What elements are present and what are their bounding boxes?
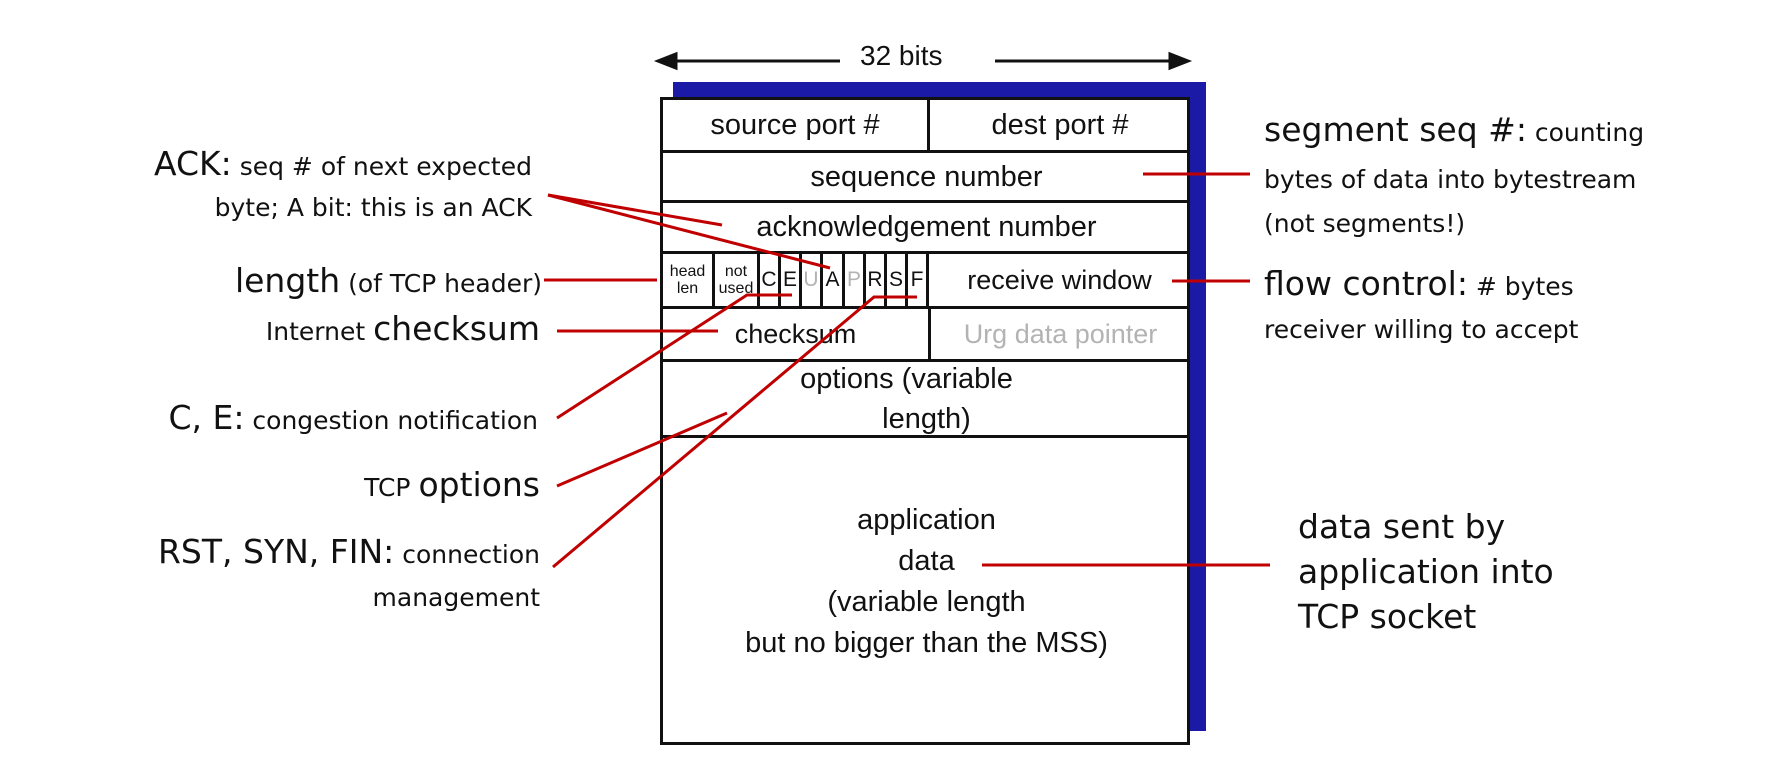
flag-e: E <box>782 268 797 291</box>
rsf-annotation: RST, SYN, FIN: connection management <box>157 532 540 612</box>
width-arrow-right-head <box>1168 51 1193 71</box>
divider <box>927 100 930 150</box>
flag-c: C <box>761 268 777 291</box>
flag-r: R <box>867 268 883 291</box>
divider <box>778 254 781 306</box>
flag-a: A <box>825 268 840 291</box>
sequence-number-field: sequence number <box>810 160 1043 193</box>
options-annotation: TCP options <box>364 465 540 504</box>
width-label: 32 bits <box>860 40 943 71</box>
flag-f: F <box>910 268 924 291</box>
divider <box>926 254 929 306</box>
divider <box>863 254 866 306</box>
dest-port-field: dest port # <box>991 108 1129 141</box>
seq-annotation: segment seq #: counting bytes of data in… <box>1264 110 1645 238</box>
divider <box>663 306 1190 309</box>
divider <box>663 251 1190 254</box>
ack-number-field: acknowledgement number <box>756 210 1097 243</box>
receive-window-field: receive window <box>967 264 1152 295</box>
data-sent-annotation: data sent by application into TCP socket <box>1298 507 1554 636</box>
flag-p: P <box>846 268 861 291</box>
pointer-rsf <box>552 295 917 569</box>
source-port-field: source port # <box>710 108 880 141</box>
divider <box>663 200 1190 203</box>
head-len-field: head len <box>669 263 706 297</box>
length-annotation: length (of TCP header) <box>234 261 542 300</box>
divider <box>712 254 715 306</box>
flags-row: head len not used C E U A P R S F receiv… <box>663 254 1190 306</box>
divider <box>928 309 931 359</box>
urg-pointer-field: Urg data pointer <box>963 318 1158 349</box>
pointer-ack-number <box>547 193 723 227</box>
width-arrow-left-head <box>653 51 678 71</box>
options-field: options (variable length) <box>800 362 1013 435</box>
pointer-options <box>556 411 728 488</box>
divider <box>663 359 1190 362</box>
flag-s: S <box>888 268 903 291</box>
flow-control-annotation: flow control: # bytes receiver willing t… <box>1264 264 1579 344</box>
flag-u: U <box>803 268 819 291</box>
divider <box>757 254 760 306</box>
divider <box>799 254 802 306</box>
tcp-segment-box: source port # dest port # sequence numbe… <box>660 97 1190 745</box>
not-used-field: not used <box>718 263 754 297</box>
divider <box>905 254 908 306</box>
divider <box>663 150 1190 153</box>
checksum-annotation: Internet checksum <box>265 309 540 348</box>
divider <box>842 254 845 306</box>
divider <box>663 435 1190 438</box>
application-data-field: application data (variable length but no… <box>745 504 1108 659</box>
ack-annotation: ACK: seq # of next expected byte; A bit:… <box>153 144 532 223</box>
pointer-ack-a <box>547 193 831 270</box>
divider <box>820 254 823 306</box>
pointer-ce <box>556 293 792 420</box>
checksum-field: checksum <box>734 318 857 349</box>
divider <box>884 254 887 306</box>
ce-annotation: C, E: congestion notification <box>168 398 538 437</box>
